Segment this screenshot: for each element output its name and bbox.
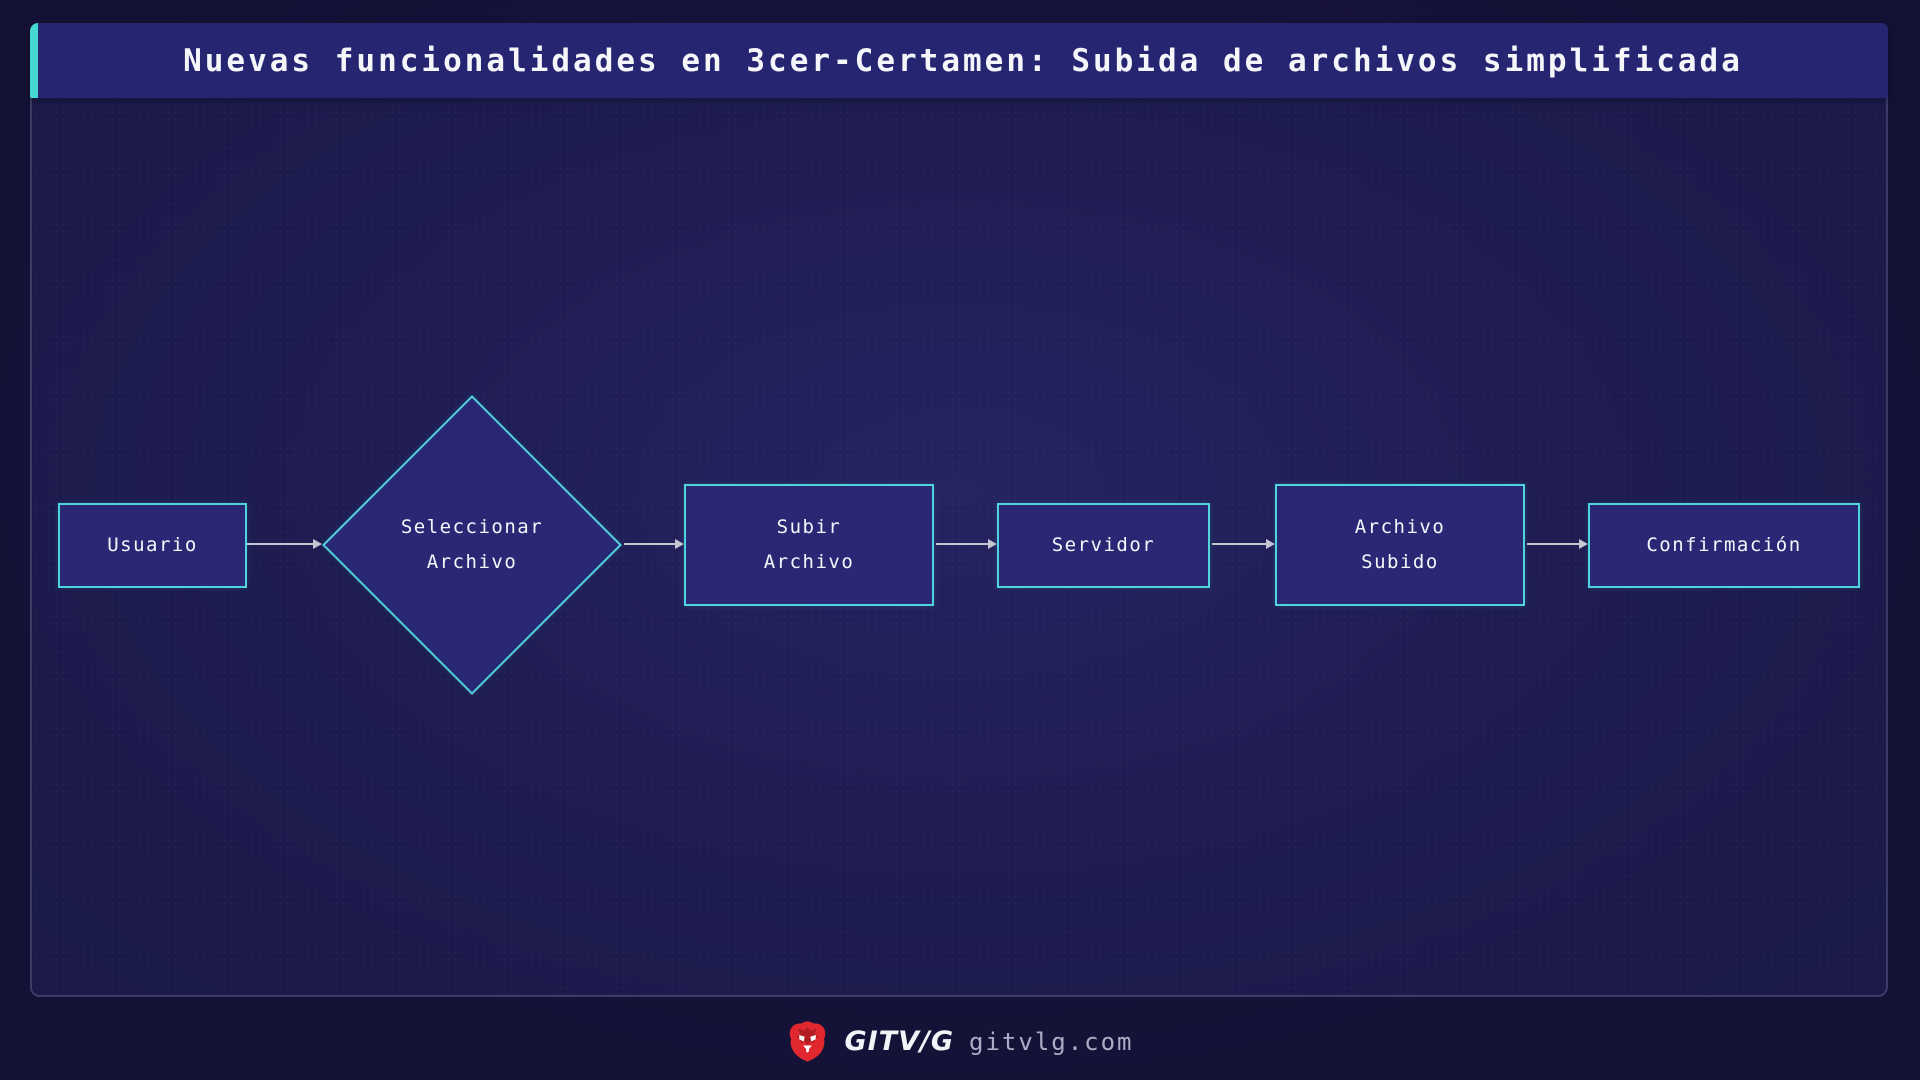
flow-node-usuario: Usuario (58, 503, 247, 588)
node-label: Seleccionar Archivo (400, 516, 544, 573)
node-label: Confirmación (1646, 534, 1802, 556)
flow-node-subir-archivo: Subir Archivo (684, 484, 934, 606)
diagram-panel (30, 23, 1888, 997)
lion-icon (790, 1021, 826, 1062)
flow-node-seleccionar-archivo: Seleccionar Archivo (322, 394, 622, 696)
flow-node-confirmacion: Confirmación (1588, 503, 1860, 588)
node-label: Servidor (1051, 534, 1156, 556)
flow-arrow-1 (247, 539, 322, 549)
page-title: Nuevas funcionalidades en 3cer-Certamen:… (183, 42, 1743, 79)
footer-domain: gitvlg.com (969, 1027, 1134, 1056)
node-label: Subir (776, 516, 842, 538)
node-label: Archivo (763, 551, 855, 573)
flow-arrow-4 (1212, 539, 1275, 549)
flow-node-servidor: Servidor (997, 503, 1210, 588)
flow-node-archivo-subido: Archivo Subido (1275, 484, 1525, 606)
node-label: Usuario (107, 534, 198, 556)
title-bar: Nuevas funcionalidades en 3cer-Certamen:… (30, 23, 1888, 98)
brand-logo-text: GITV/G (844, 1026, 955, 1057)
flow-arrow-5 (1527, 539, 1588, 549)
footer: GITV/G gitvlg.com (0, 1003, 1920, 1080)
node-label: Archivo (1354, 516, 1446, 538)
node-label: Subido (1361, 551, 1439, 573)
flow-arrow-3 (936, 539, 997, 549)
flow-arrow-2 (624, 539, 684, 549)
